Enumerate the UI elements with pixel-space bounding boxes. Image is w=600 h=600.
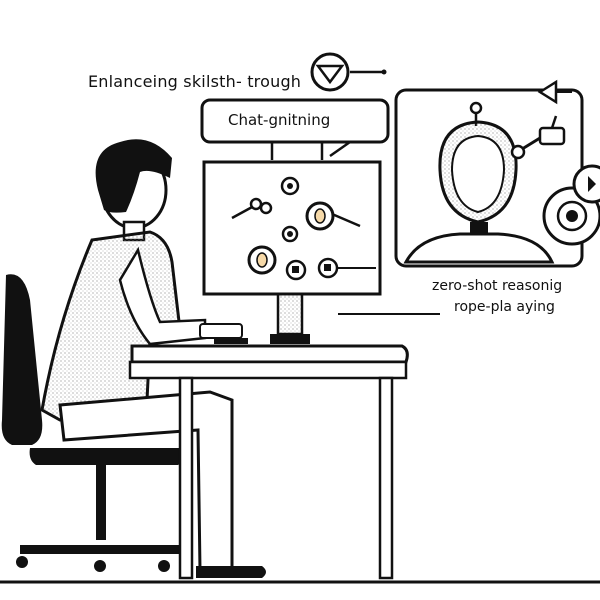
- computer-monitor: [202, 160, 382, 344]
- robot-panel: [394, 79, 584, 268]
- user-avatar-icon: [305, 201, 361, 231]
- speech-bubble: [200, 98, 390, 160]
- thumbs-up-icon: [317, 257, 339, 279]
- flag-icon: [537, 79, 572, 105]
- caption-line-2: rope-pla aying: [454, 299, 555, 315]
- robot-arm-icon: [510, 115, 566, 160]
- chevron-down-icon: [310, 52, 387, 92]
- link-nodes-icon: [231, 197, 273, 220]
- gear-icon: [572, 164, 600, 204]
- thumbs-up-icon: [285, 259, 307, 281]
- heading-text: Enlanceing skilsth- trough: [88, 72, 302, 91]
- user-avatar-icon: [247, 245, 277, 275]
- desk: [128, 323, 409, 580]
- office-chair: [1, 274, 190, 572]
- speech-bubble-text: Chat-gnitning: [228, 111, 331, 129]
- caption-line-1: zero-shot reasonig: [432, 278, 563, 294]
